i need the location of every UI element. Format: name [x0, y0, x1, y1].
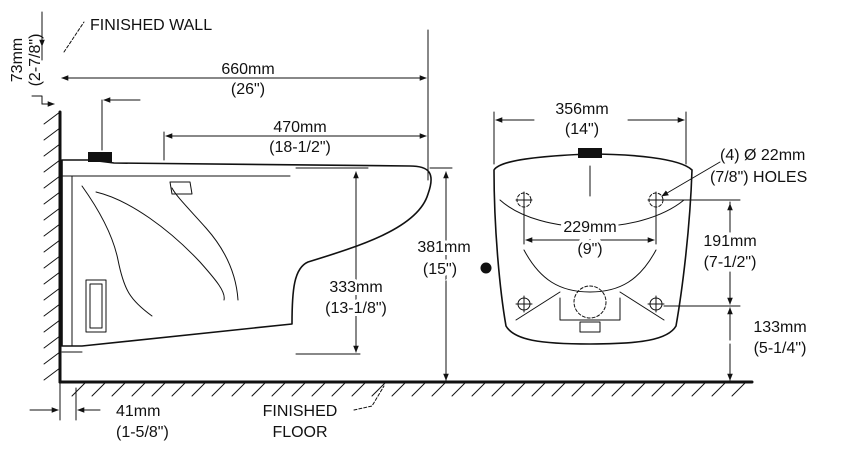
rim-height-mm: 333mm — [329, 279, 382, 296]
bottom-offset-mm: 41mm — [116, 403, 160, 420]
side-extension-lines — [59, 29, 453, 421]
finished-wall-label: FINISHED WALL — [90, 17, 212, 34]
mounting-holes — [515, 191, 665, 319]
floor-leader — [353, 385, 385, 411]
side-view — [29, 11, 754, 421]
upper-hole-height-mm: 191mm — [703, 233, 756, 250]
wall-offset-in: (2-7/8") — [27, 34, 44, 87]
reference-dot — [480, 262, 492, 274]
wall-offset-mm: 73mm — [9, 38, 26, 82]
lower-hole-height-in: (5-1/4") — [754, 340, 807, 357]
side-dimension-arrows — [29, 11, 449, 413]
total-height-mm: 381mm — [417, 239, 470, 256]
wall-leader — [63, 21, 85, 53]
lower-hole-height-mm: 133mm — [753, 319, 806, 336]
front-dimension-arrows — [495, 117, 733, 381]
overall-depth-in: (26") — [231, 81, 265, 98]
overall-depth-mm: 660mm — [221, 61, 274, 78]
wall-hatch — [43, 110, 62, 384]
rim-height-in: (13-1/8") — [325, 300, 387, 317]
inlet-depth-mm: 470mm — [273, 119, 326, 136]
bowl-width-mm: 356mm — [555, 101, 608, 118]
finished-floor-label-1: FINISHED — [263, 403, 338, 420]
total-height-in: (15") — [423, 261, 457, 278]
finished-floor-label-2: FLOOR — [272, 424, 327, 441]
toilet-side-profile — [61, 152, 432, 353]
hole-spacing-mm: 229mm — [563, 219, 616, 236]
inlet-depth-in: (18-1/2") — [269, 139, 331, 156]
front-extension-lines — [493, 111, 741, 307]
dimension-labels: FINISHED WALL 73mm (2-7/8") 660mm (26") … — [9, 17, 807, 441]
spud-side — [88, 152, 112, 162]
holes-qty-dia: (4) Ø 22mm — [720, 147, 805, 164]
hole-spacing-in: (9") — [577, 241, 602, 258]
floor-hatch — [58, 380, 754, 397]
spud-front — [578, 148, 602, 158]
bowl-width-in: (14") — [565, 121, 599, 138]
holes-size: (7/8") HOLES — [710, 169, 807, 186]
front-view — [493, 111, 741, 381]
bottom-offset-in: (1-5/8") — [116, 424, 169, 441]
upper-hole-height-in: (7-1/2") — [704, 254, 757, 271]
outlet-circle — [573, 285, 607, 319]
